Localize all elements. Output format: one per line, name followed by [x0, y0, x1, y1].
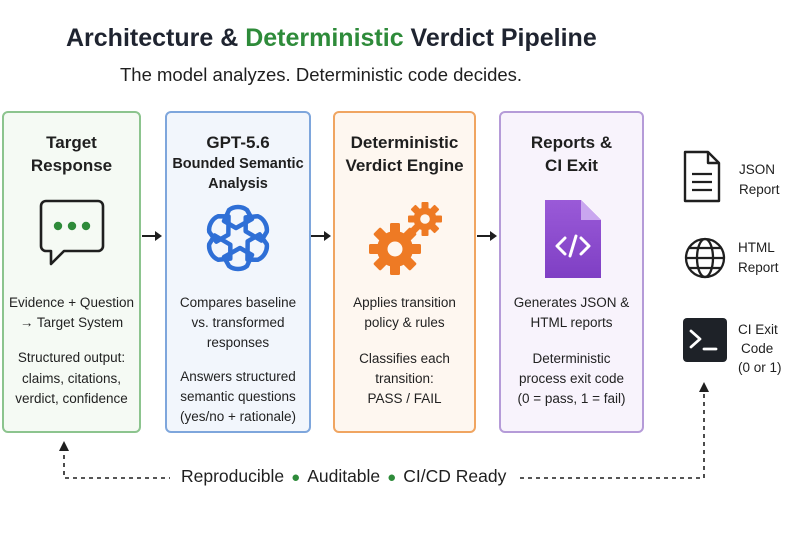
openai-logo-icon: [167, 202, 309, 274]
card-title-line: Response: [30, 156, 113, 175]
semantic-analysis-card: GPT-5.6 Bounded Semantic Analysis Compar…: [165, 111, 311, 433]
card-body-line: Classifies each: [359, 351, 450, 366]
card-body-line: Applies transition: [353, 295, 456, 310]
card-title-line: Deterministic: [350, 133, 459, 152]
globe-icon: [684, 237, 726, 279]
output-label: Code: [741, 341, 774, 356]
footer-item: Reproducible: [181, 466, 285, 486]
card-subtitle-line: Bounded Semantic: [172, 156, 304, 172]
output-label: (0 or 1): [738, 360, 782, 375]
arrow-right-icon: [142, 231, 162, 241]
card-body-line: Evidence + Question: [9, 295, 134, 310]
output-label: Report: [738, 260, 779, 275]
card-body-line: (yes/no + rationale): [180, 409, 296, 424]
card-body-line: claims, citations,: [21, 371, 122, 386]
output-label: JSON: [739, 162, 776, 177]
card-body-line: Generates JSON &: [513, 295, 630, 310]
footer-item: CI/CD Ready: [403, 466, 507, 486]
card-title-line: Reports &: [530, 133, 613, 152]
card-body-line: verdict, confidence: [15, 391, 128, 406]
card-subtitle-line: Analysis: [208, 176, 268, 192]
terminal-icon: [683, 318, 727, 362]
card-body-line: transition:: [375, 371, 434, 386]
card-body-line: Answers structured: [180, 369, 296, 384]
card-body-line: policy & rules: [364, 315, 445, 330]
card-body-line: semantic questions: [180, 389, 296, 404]
card-body-line: (0 = pass, 1 = fail): [517, 391, 626, 406]
card-body-line: process exit code: [518, 371, 625, 386]
document-icon: [683, 150, 721, 203]
code-file-icon: [501, 198, 642, 282]
card-body-line: Deterministic: [532, 351, 611, 366]
separator-dot: ●: [291, 469, 301, 486]
page-title: Architecture & Deterministic Verdict Pip…: [66, 24, 597, 53]
arrow-right-icon: [477, 231, 497, 241]
output-label: HTML: [738, 240, 775, 255]
arrow-right-icon: [311, 231, 331, 241]
card-body-line: PASS / FAIL: [367, 391, 442, 406]
title-highlight: Deterministic: [245, 24, 404, 52]
card-title-line: Target: [46, 133, 97, 152]
output-label: Report: [739, 182, 780, 197]
separator-dot: ●: [387, 469, 397, 486]
card-body-line: Structured output:: [17, 350, 126, 365]
title-part: Architecture &: [66, 24, 246, 52]
card-body-line: HTML reports: [530, 315, 613, 330]
footer-tagline: Reproducible ● Auditable ● CI/CD Ready: [181, 466, 506, 487]
reports-ci-card: Reports & CI Exit Generates JSON & HTML …: [499, 111, 644, 433]
card-body-line: responses: [206, 335, 270, 350]
title-part: Verdict Pipeline: [403, 24, 597, 52]
card-body-line: Compares baseline: [179, 295, 297, 310]
card-body-line: → Target System: [19, 315, 124, 330]
verdict-engine-card: Deterministic Verdict Engine: [333, 111, 476, 433]
page-subtitle: The model analyzes. Deterministic code d…: [120, 64, 523, 85]
card-title-line: CI Exit: [545, 156, 598, 175]
footer-item: Auditable: [307, 466, 381, 486]
gears-icon: [335, 197, 474, 279]
card-title-line: GPT-5.6: [206, 133, 270, 152]
output-label: CI Exit: [738, 322, 778, 337]
card-body-line: vs. transformed: [191, 315, 285, 330]
chat-bubble-icon: [4, 198, 139, 270]
card-title-line: Verdict Engine: [345, 156, 464, 175]
target-response-card: Target Response Evidence + Question → Ta…: [2, 111, 141, 433]
